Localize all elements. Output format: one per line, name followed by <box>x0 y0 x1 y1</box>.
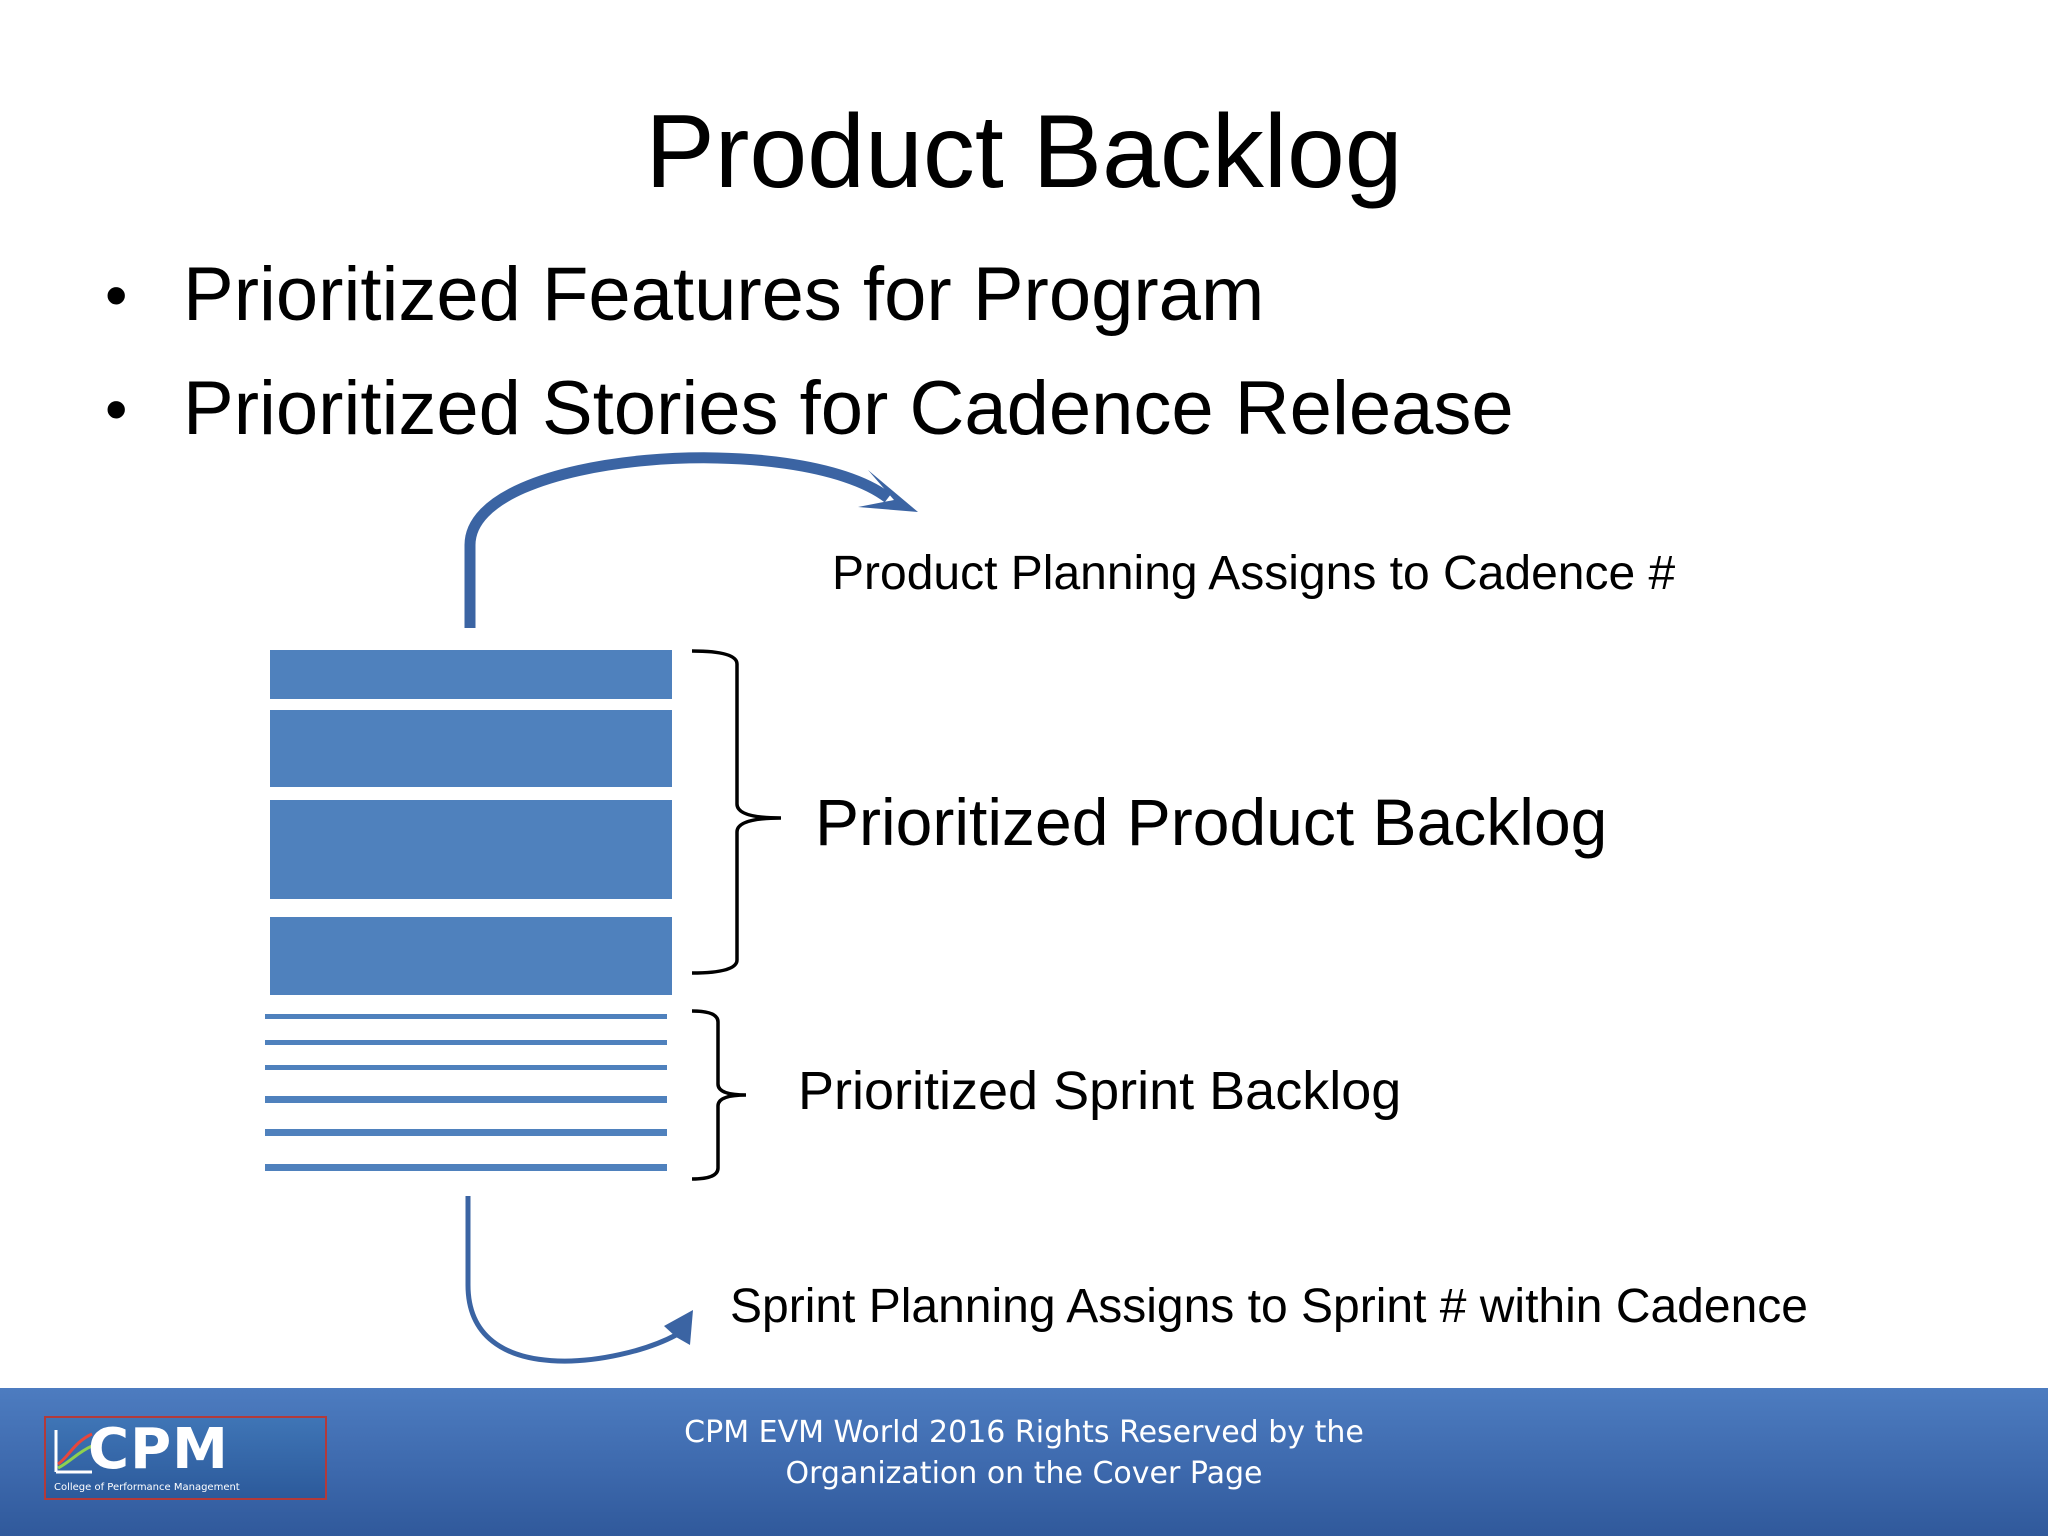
footer-line-2: Organization on the Cover Page <box>785 1456 1263 1491</box>
sprint-backlog-line <box>265 1040 667 1045</box>
sprint-arrowhead <box>664 1310 693 1345</box>
footer-line-1: CPM EVM World 2016 Rights Reserved by th… <box>684 1415 1364 1450</box>
cadence-arrow <box>464 452 892 628</box>
product-backlog-label: Prioritized Product Backlog <box>815 785 1608 859</box>
sprint-backlog-label: Prioritized Sprint Backlog <box>798 1061 1402 1121</box>
bullet-list: • Prioritized Features for Program • Pri… <box>105 238 1514 466</box>
sprint-assignment-label: Sprint Planning Assigns to Sprint # with… <box>730 1280 1808 1333</box>
sprint-backlog-line <box>265 1096 667 1103</box>
cpm-logo: CPM College of Performance Management <box>44 1416 327 1500</box>
product-backlog-block <box>270 710 672 787</box>
sprint-arrow <box>465 1196 678 1364</box>
bullet-item: • Prioritized Stories for Cadence Releas… <box>105 352 1514 466</box>
cpm-logo-subtitle: College of Performance Management <box>54 1482 240 1493</box>
cpm-logo-mark-icon <box>54 1430 93 1474</box>
product-backlog-block <box>270 800 672 899</box>
backlog-diagram <box>265 452 918 1364</box>
bullet-marker: • <box>105 259 128 331</box>
footer-copyright: CPM EVM World 2016 Rights Reserved by th… <box>0 1412 2048 1494</box>
product-backlog-brace <box>691 649 782 975</box>
cpm-logo-letters: CPM <box>88 1417 229 1482</box>
bullet-text: Prioritized Features for Program <box>183 252 1265 337</box>
sprint-backlog-line <box>265 1014 667 1019</box>
sprint-backlog-line <box>265 1065 667 1070</box>
sprint-backlog-line <box>265 1164 667 1171</box>
footer-bar: CPM College of Performance Management CP… <box>0 1388 2048 1536</box>
bullet-item: • Prioritized Features for Program <box>105 238 1514 352</box>
product-backlog-block <box>270 650 672 699</box>
slide-title: Product Backlog <box>645 94 1403 210</box>
bullet-marker: • <box>105 373 128 445</box>
cadence-arrowhead <box>858 470 918 512</box>
product-backlog-block <box>270 917 672 995</box>
bullet-text: Prioritized Stories for Cadence Release <box>183 366 1514 451</box>
sprint-backlog-brace <box>691 1009 747 1181</box>
sprint-backlog-line <box>265 1129 667 1136</box>
cadence-assignment-label: Product Planning Assigns to Cadence # <box>832 547 1676 600</box>
